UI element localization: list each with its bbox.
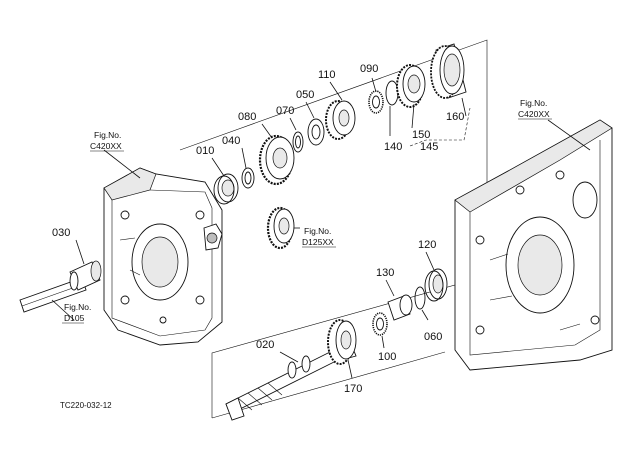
callout-030: 030 [52, 227, 70, 239]
gear-d125xx [266, 206, 295, 250]
part-050-washer [307, 118, 325, 146]
drawing-code: TC220-032-12 [60, 401, 112, 410]
part-060-ring [414, 286, 426, 310]
callout-040: 040 [222, 135, 240, 147]
left-housing [103, 167, 223, 346]
fig-ref-shaft-line2: D105 [64, 313, 85, 323]
fig-ref-right-housing-line1: Fig.No. [520, 98, 547, 108]
callout-080: 080 [238, 111, 256, 123]
callout-labels: 110 090 050 080 070 040 010 160 150 140 … [52, 63, 464, 395]
part-010-bearing [213, 173, 239, 205]
callout-050: 050 [296, 89, 314, 101]
right-housing [454, 119, 613, 371]
callout-145: 145 [420, 141, 438, 153]
callout-070: 070 [276, 105, 294, 117]
part-110-gear [325, 100, 356, 140]
fig-ref-gear-line2: D125XX [302, 237, 334, 247]
figure-refs: Fig.No. C420XX Fig.No. C420XX Fig.No. D1… [62, 98, 552, 324]
part-070-ring [292, 131, 304, 153]
callout-090: 090 [360, 63, 378, 75]
callout-130: 130 [376, 267, 394, 279]
part-040-ring [241, 167, 255, 189]
leader-lines [51, 77, 591, 379]
part-020-main-shaft [225, 345, 357, 421]
part-170-gear [327, 319, 357, 365]
part-150-hub [396, 64, 426, 108]
part-130-collar [387, 294, 413, 321]
fig-ref-left-housing-line1: Fig.No. [94, 130, 121, 140]
part-100-needle-bearing [372, 312, 388, 336]
fig-ref-right-housing-line2: C420XX [518, 109, 550, 119]
callout-100: 100 [378, 351, 396, 363]
callout-020: 020 [256, 339, 274, 351]
part-090-needle-bearing [368, 90, 384, 114]
callout-010: 010 [196, 145, 214, 157]
callout-140: 140 [384, 141, 402, 153]
fig-ref-gear-line1: Fig.No. [304, 226, 331, 236]
callout-120: 120 [418, 239, 436, 251]
callout-110: 110 [318, 69, 336, 81]
fig-ref-left-housing-line2: C420XX [90, 141, 122, 151]
part-120-bearing [424, 268, 448, 302]
part-030-sleeve [69, 260, 102, 291]
fig-ref-shaft-line1: Fig.No. [64, 302, 91, 312]
part-080-gear [258, 134, 295, 186]
part-160-sleeve [430, 43, 467, 99]
callout-160: 160 [446, 111, 464, 123]
callout-060: 060 [424, 331, 442, 343]
callout-150: 150 [412, 129, 430, 141]
callout-170: 170 [344, 383, 362, 395]
